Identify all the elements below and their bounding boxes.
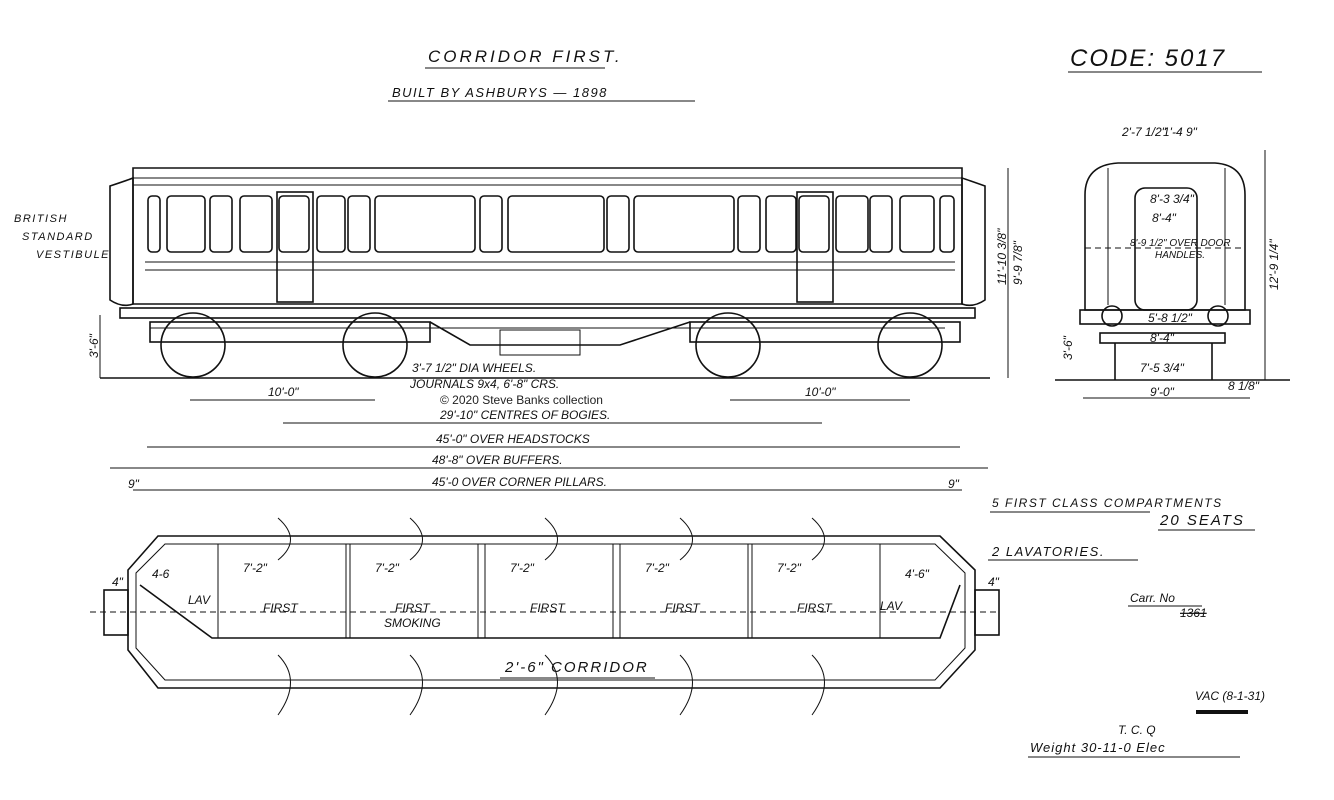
vestibule-label-3: VESTIBULE	[36, 249, 110, 261]
door-swing	[679, 517, 693, 716]
door-swing	[544, 517, 558, 716]
lav-right-dim: 4'-6"	[905, 567, 930, 581]
corridor-label: 2'-6" CORRIDOR	[504, 659, 649, 676]
vestibule-label-1: BRITISH	[14, 213, 68, 225]
end-width-top: 8'-3 3/4"	[1150, 192, 1195, 206]
compartment-label: FIRST	[797, 601, 833, 615]
over-door-handles-2: HANDLES.	[1155, 250, 1205, 261]
side-window	[633, 195, 735, 253]
journals-label: JOURNALS 9x4, 6'-8" CRS.	[409, 377, 559, 391]
compartment-width: 7'-2"	[777, 561, 802, 575]
diagram-code: CODE: 5017	[1070, 45, 1226, 72]
lav-left-dim: 4-6	[152, 567, 170, 581]
side-window	[316, 195, 346, 253]
weight-units: T. C. Q	[1118, 723, 1156, 737]
end-elevation: 2'-7 1/2" 1'-4 9" 8'-3 3/4" 8'-4" 8'-9 1…	[1055, 125, 1290, 399]
carriage-number: 1361	[1180, 606, 1207, 620]
side-window	[239, 195, 273, 253]
lavatories-note: 2 LAVATORIES.	[991, 544, 1105, 559]
weight-note: Weight 30-11-0 Elec	[1030, 740, 1166, 755]
side-window	[939, 195, 955, 253]
side-window	[798, 195, 830, 253]
headstock-width: 8'-4"	[1150, 331, 1175, 345]
compartment-width: 7'-2"	[645, 561, 670, 575]
side-window	[278, 195, 310, 253]
bogie-centres: 29'-10" CENTRES OF BOGIES.	[439, 408, 610, 422]
end-top-left: 2'-7 1/2"	[1121, 125, 1167, 139]
compartment	[217, 543, 347, 639]
wheel-diameter-label: 3'-7 1/2" DIA WHEELS.	[412, 361, 536, 375]
carriage-number-label: Carr. No	[1130, 591, 1175, 605]
compartment	[619, 543, 749, 639]
vestibule-label-2: STANDARD	[22, 231, 94, 243]
side-window	[835, 195, 869, 253]
side-window	[479, 195, 503, 253]
side-window	[765, 195, 797, 253]
door-swing	[409, 517, 423, 716]
lav-right-label: LAV	[880, 599, 903, 613]
compartment-label: FIRST	[395, 601, 431, 615]
bogie-wheelbase-left: 10'-0"	[268, 385, 299, 399]
over-buffers: 48'-8" OVER BUFFERS.	[432, 453, 563, 467]
side-window	[374, 195, 476, 253]
buffer-height: 3'-6"	[87, 333, 101, 358]
side-window	[869, 195, 893, 253]
compartment-width: 7'-2"	[375, 561, 400, 575]
seats-note: 20 SEATS	[1159, 512, 1245, 529]
end-buffer-height: 3'-6"	[1061, 335, 1075, 360]
buffer-centres: 5'-8 1/2"	[1148, 311, 1193, 325]
overall-width: 9'-0"	[1150, 385, 1175, 399]
overhang-left: 9"	[128, 477, 140, 491]
compartment-label: FIRST	[263, 601, 299, 615]
step-dim: 8 1/8"	[1228, 379, 1260, 393]
compartment-width: 7'-2"	[510, 561, 535, 575]
height-total: 12'-9 1/4"	[1267, 239, 1281, 290]
compartment-width: 7'-2"	[243, 561, 268, 575]
door-swing	[277, 517, 291, 716]
compartment	[349, 543, 479, 639]
side-window	[209, 195, 233, 253]
track-gauge: 7'-5 3/4"	[1140, 361, 1185, 375]
over-door-handles: 8'-9 1/2" OVER DOOR	[1130, 238, 1231, 249]
diagram-title: CORRIDOR FIRST.	[428, 47, 623, 66]
side-elevation: BRITISH STANDARD VESTIBULE 3'-7 1/2" DIA…	[14, 167, 1025, 491]
side-window	[899, 195, 935, 253]
floor-plan: 7'-2" FIRST 7'-2" FIRST 7'-2" FIRST 7'-2" FIRST…	[90, 517, 1000, 716]
end-left-dim: 4"	[112, 575, 124, 589]
over-headstocks: 45'-0" OVER HEADSTOCKS	[436, 432, 590, 446]
side-window	[606, 195, 630, 253]
compartments-note: 5 FIRST CLASS COMPARTMENTS	[992, 496, 1223, 510]
compartment-label: FIRST	[665, 601, 701, 615]
vestibule-door	[796, 191, 834, 303]
builder-subtitle: BUILT BY ASHBURYS — 1898	[392, 85, 608, 100]
compartment-label: FIRST	[530, 601, 566, 615]
side-window	[737, 195, 761, 253]
smoking-label: SMOKING	[384, 616, 441, 630]
height-cant: 9'-9 7/8"	[1011, 240, 1025, 285]
door-swing	[811, 517, 825, 716]
copyright-notice: © 2020 Steve Banks collection	[440, 393, 603, 407]
bogie-wheelbase-right: 10'-0"	[805, 385, 836, 399]
vac-note: VAC (8-1-31)	[1195, 689, 1265, 703]
side-window	[507, 195, 605, 253]
compartment	[484, 543, 614, 639]
height-roof: 11'-10 3/8"	[995, 228, 1009, 285]
end-right-dim: 4"	[988, 575, 1000, 589]
side-window	[147, 195, 161, 253]
vestibule-door	[276, 191, 314, 303]
overhang-right: 9"	[948, 477, 960, 491]
over-corner-pillars: 45'-0 OVER CORNER PILLARS.	[432, 475, 607, 489]
end-width-body: 8'-4"	[1152, 211, 1177, 225]
lav-left-label: LAV	[188, 593, 211, 607]
compartment	[751, 543, 881, 639]
end-top-right: 1'-4 9"	[1163, 125, 1198, 139]
side-window	[166, 195, 206, 253]
side-window	[347, 195, 371, 253]
notes: 5 FIRST CLASS COMPARTMENTS 20 SEATS 2 LA…	[988, 496, 1265, 758]
